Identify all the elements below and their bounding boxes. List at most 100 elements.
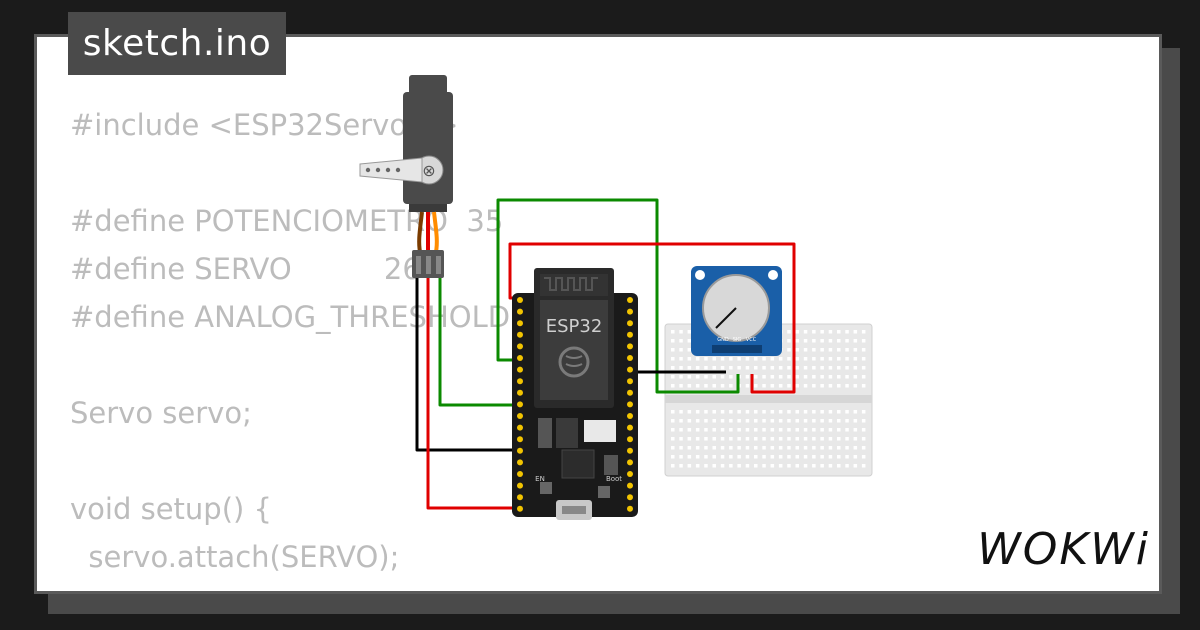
header-pin (627, 459, 633, 466)
breadboard-hole (853, 455, 858, 459)
breadboard-hole (803, 455, 808, 459)
breadboard-hole (679, 339, 683, 343)
breadboard-hole (828, 330, 833, 334)
breadboard-hole (720, 366, 725, 370)
breadboard-hole (795, 339, 799, 343)
breadboard-hole (687, 410, 692, 414)
breadboard-hole (745, 455, 750, 459)
breadboard-hole (695, 419, 700, 423)
breadboard-hole (820, 357, 824, 361)
breadboard-hole (853, 446, 858, 450)
header-pin (517, 505, 523, 512)
breadboard-hole (695, 437, 700, 441)
breadboard-hole (671, 357, 675, 361)
breadboard-hole (720, 410, 725, 414)
breadboard-hole (812, 348, 816, 352)
code-line: Servo servo; (70, 396, 252, 430)
breadboard-hole (770, 384, 775, 388)
breadboard-hole (712, 428, 716, 432)
breadboard-hole (803, 357, 808, 361)
breadboard-hole (754, 464, 758, 468)
breadboard-hole (812, 410, 816, 414)
breadboard-hole (837, 357, 841, 361)
header-pin (627, 447, 633, 454)
breadboard-hole (704, 455, 708, 459)
breadboard-hole (812, 384, 816, 388)
breadboard-hole (795, 464, 799, 468)
breadboard-hole (837, 428, 841, 432)
breadboard-hole (671, 339, 675, 343)
header-pin (627, 494, 633, 501)
breadboard-hole (795, 330, 799, 334)
breadboard-hole (861, 419, 866, 423)
breadboard-hole (679, 437, 683, 441)
breadboard-hole (803, 375, 808, 379)
breadboard-hole (845, 357, 849, 361)
breadboard-hole (861, 455, 866, 459)
breadboard-hole (671, 330, 675, 334)
breadboard-hole (803, 384, 808, 388)
header-pin (627, 471, 633, 477)
breadboard-hole (778, 410, 783, 414)
header-pin (517, 424, 523, 431)
breadboard-hole (671, 348, 675, 352)
breadboard-hole (795, 357, 799, 361)
breadboard-hole (745, 464, 750, 468)
breadboard-hole (737, 419, 741, 423)
code-line: void setup() { (70, 492, 272, 526)
breadboard-hole (762, 357, 766, 361)
pot-pin-sig: SIG (733, 337, 742, 343)
breadboard-hole (853, 330, 858, 334)
breadboard-hole (778, 455, 783, 459)
breadboard-hole (837, 384, 841, 388)
breadboard-hole (828, 428, 833, 432)
breadboard-hole (853, 428, 858, 432)
breadboard-hole (737, 446, 741, 450)
breadboard-hole (687, 446, 692, 450)
breadboard-hole (803, 348, 808, 352)
breadboard-hole (745, 428, 750, 432)
svg-text:⊗: ⊗ (422, 161, 435, 180)
esp32-label: ESP32 (546, 316, 603, 337)
header-pin (627, 320, 633, 327)
breadboard-hole (828, 348, 833, 352)
en-label: EN (535, 475, 545, 483)
breadboard-hole (704, 375, 708, 379)
breadboard-hole (762, 410, 766, 414)
breadboard-hole (845, 446, 849, 450)
breadboard-hole (704, 410, 708, 414)
breadboard-hole (754, 366, 758, 370)
breadboard-hole (795, 375, 799, 379)
breadboard-hole (853, 419, 858, 423)
breadboard-hole (828, 437, 833, 441)
filename-tab[interactable]: sketch.ino (68, 12, 286, 75)
breadboard-hole (795, 455, 799, 459)
header-pin (627, 389, 633, 396)
header-pin (517, 297, 523, 303)
breadboard-hole (762, 384, 766, 388)
breadboard-hole (812, 455, 816, 459)
breadboard-hole (778, 384, 783, 388)
breadboard-hole (737, 455, 741, 459)
breadboard-hole (712, 419, 716, 423)
breadboard-hole (861, 375, 866, 379)
breadboard-hole (778, 464, 783, 468)
breadboard-hole (679, 384, 683, 388)
breadboard-hole (812, 428, 816, 432)
breadboard-hole (853, 464, 858, 468)
code-line: Serial.begin(9600); (70, 581, 510, 591)
breadboard-hole (845, 366, 849, 370)
breadboard-hole (729, 464, 733, 468)
breadboard-hole (762, 419, 766, 423)
breadboard-hole (720, 446, 725, 450)
breadboard-hole (795, 348, 799, 352)
breadboard-hole (787, 357, 791, 361)
breadboard-hole (687, 339, 692, 343)
breadboard-hole (795, 428, 799, 432)
breadboard-hole (695, 357, 700, 361)
breadboard-hole (795, 410, 799, 414)
breadboard-hole (737, 437, 741, 441)
breadboard-hole (828, 410, 833, 414)
breadboard-hole (845, 375, 849, 379)
breadboard-hole (861, 348, 866, 352)
